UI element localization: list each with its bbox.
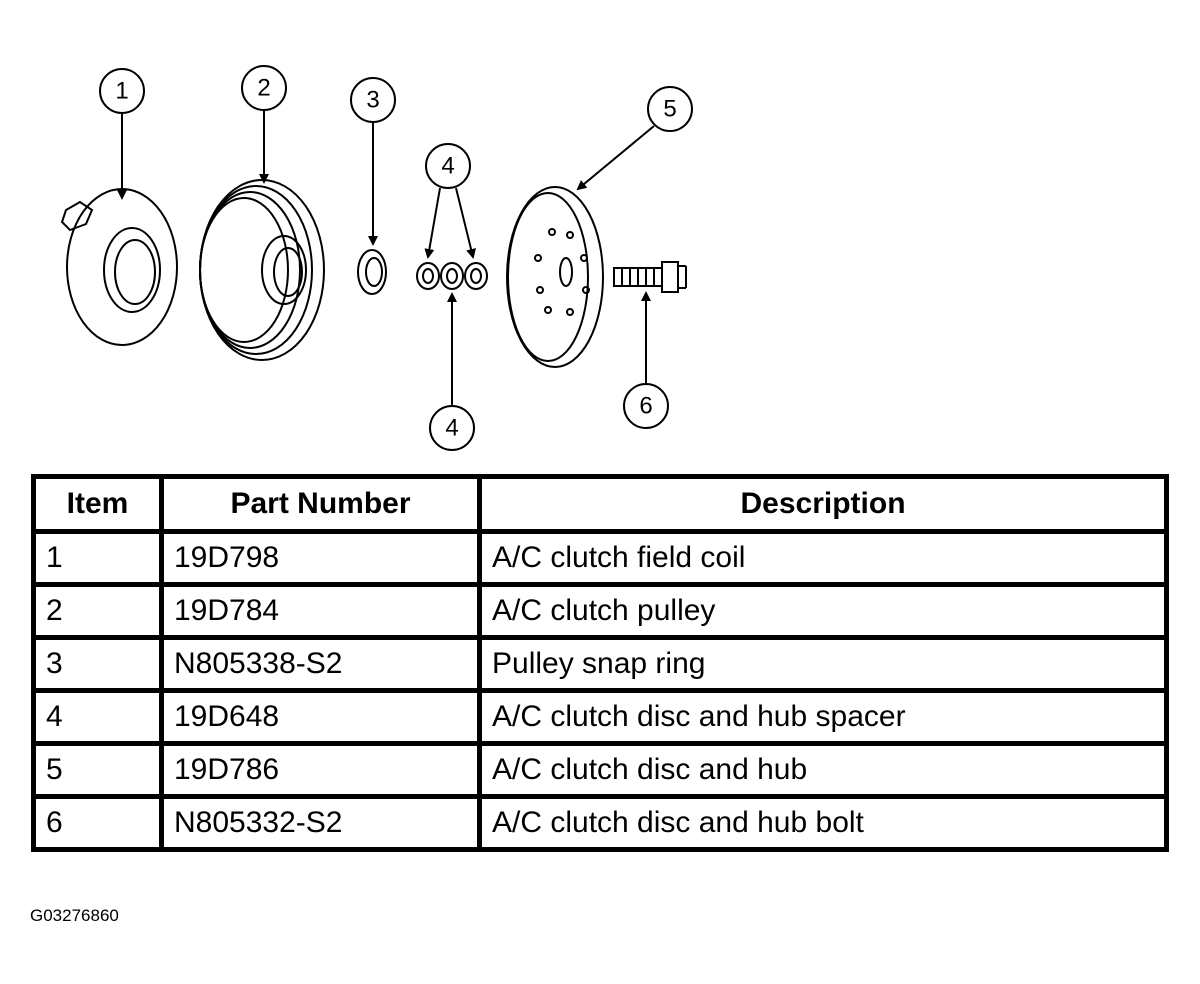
leader-arrow [424,187,441,259]
table-header-row: Item Part Number Description [31,474,1169,534]
description-cell: A/C clutch disc and hub spacer [477,688,1169,746]
callout-number: 1 [115,78,128,105]
pulley-drawing [199,179,325,361]
table-row: 1 19D798 A/C clutch field coil [31,529,1169,587]
part-number-cell: 19D648 [159,688,482,746]
item-cell: 3 [31,635,164,693]
description-cell: A/C clutch disc and hub bolt [477,794,1169,852]
table-row: 5 19D786 A/C clutch disc and hub [31,741,1169,799]
item-cell: 6 [31,794,164,852]
part-number-cell: N805332-S2 [159,794,482,852]
callout-circle [623,383,669,429]
table-row: 2 19D784 A/C clutch pulley [31,582,1169,640]
callout-circle [425,143,471,189]
disc-hub-drawing [506,186,604,368]
callout-circle [647,86,693,132]
part-number-cell: N805338-S2 [159,635,482,693]
part-number-cell: 19D798 [159,529,482,587]
header-description: Description [477,474,1169,534]
table-row: 4 19D648 A/C clutch disc and hub spacer [31,688,1169,746]
part-number-cell: 19D786 [159,741,482,799]
item-cell: 4 [31,688,164,746]
part-number-cell: 19D784 [159,582,482,640]
spacers-drawing [416,262,488,290]
bolt-drawing [613,261,687,293]
description-cell: Pulley snap ring [477,635,1169,693]
snap-ring-drawing [357,249,387,295]
callout-circle [350,77,396,123]
table-row: 3 N805338-S2 Pulley snap ring [31,635,1169,693]
description-cell: A/C clutch field coil [477,529,1169,587]
header-part-number: Part Number [159,474,482,534]
callout-circle [429,405,475,451]
item-cell: 5 [31,741,164,799]
callout-circle [241,65,287,111]
item-cell: 1 [31,529,164,587]
description-cell: A/C clutch pulley [477,582,1169,640]
header-item: Item [31,474,164,534]
callout-number: 2 [257,75,270,102]
field-coil-drawing [60,188,178,346]
callout-number: 6 [639,393,652,420]
callout-number: 3 [366,87,379,114]
description-cell: A/C clutch disc and hub [477,741,1169,799]
table-row: 6 N805332-S2 A/C clutch disc and hub bol… [31,794,1169,852]
item-cell: 2 [31,582,164,640]
callout-number: 4 [445,415,458,442]
callout-number: 4 [441,153,454,180]
leader-arrow [455,187,476,259]
callout-circle [99,68,145,114]
callout-number: 5 [663,96,676,123]
figure-id: G03276860 [30,906,119,925]
leader-arrow [576,125,655,191]
exploded-parts-diagram: 1 2 3 4 4 5 6 [60,65,693,451]
parts-table: Item Part Number Description 1 19D798 A/… [31,474,1169,852]
